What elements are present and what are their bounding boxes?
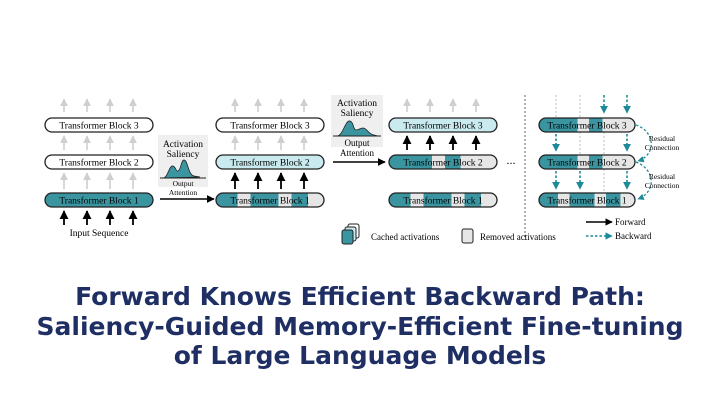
residual-label-2-line2: Connection xyxy=(645,181,680,190)
paper-title: Forward Knows Efficient Backward Path: S… xyxy=(0,282,720,371)
svg-text:Output: Output xyxy=(173,179,195,188)
svg-text:Saliency: Saliency xyxy=(341,109,374,119)
saliency-box-1: Activation Saliency Output Attention xyxy=(158,135,215,203)
svg-text:Saliency: Saliency xyxy=(167,150,200,160)
residual-label-2-line1: Residual xyxy=(649,172,675,181)
residual-connection-arrow xyxy=(635,124,652,163)
saliency-curve-icon xyxy=(162,159,201,179)
column-3: Transformer Block 3 Transformer Block 2 … xyxy=(388,98,516,208)
c3-block-1-label: Transformer Block 1 xyxy=(403,196,483,207)
c4-block-3-label: Transformer Block 3 xyxy=(547,121,627,132)
c1-block-2-label: Transformer Block 2 xyxy=(59,158,139,169)
c4-block-2-label: Transformer Block 2 xyxy=(547,158,627,169)
c4-block-2 xyxy=(538,154,636,170)
c1-block-2 xyxy=(44,154,154,170)
column-2: Transformer Block 3 Transformer Block 2 … xyxy=(215,98,325,208)
legend-backward-label: Backward xyxy=(615,231,652,241)
residual-connection-arrow xyxy=(635,161,652,200)
residual-label-1-line1: Residual xyxy=(649,134,675,143)
svg-text:Attention: Attention xyxy=(340,148,374,158)
column-4: Transformer Block 3 Transformer Block 2 … xyxy=(538,95,680,208)
title-line-3: of Large Language Models xyxy=(173,341,547,370)
c1-block-1 xyxy=(44,192,154,208)
c2-block-1-label: Transformer Block 1 xyxy=(230,196,310,207)
saliency-curve-icon xyxy=(336,120,379,137)
c3-block-1 xyxy=(388,192,498,208)
residual-label-1-line2: Connection xyxy=(645,143,680,152)
c4-block-1 xyxy=(538,192,636,208)
ellipsis: ... xyxy=(507,153,516,167)
svg-text:Activation: Activation xyxy=(163,140,203,150)
legend-removed-label: Removed activations xyxy=(480,232,556,242)
svg-text:Activation: Activation xyxy=(337,99,377,109)
legend-cached-label: Cached activations xyxy=(371,232,440,242)
column-1: Transformer Block 3 Transformer Block 2 … xyxy=(44,98,154,239)
c2-block-2 xyxy=(215,154,325,170)
title-line-1: Forward Knows Efficient Backward Path: xyxy=(75,282,645,311)
c3-block-2 xyxy=(388,154,498,170)
c3-block-2-label: Transformer Block 2 xyxy=(403,158,483,169)
cached-activations-icon xyxy=(341,223,360,245)
c2-block-3 xyxy=(215,117,325,133)
c3-block-3 xyxy=(388,117,498,133)
c4-block-1-label: Transformer Block 1 xyxy=(547,196,627,207)
c1-block-3 xyxy=(44,117,154,133)
title-line-2: Saliency-Guided Memory-Efficient Fine-tu… xyxy=(36,311,684,341)
svg-text:Output: Output xyxy=(344,138,370,148)
removed-activations-icon xyxy=(461,228,474,244)
saliency-box-2: Activation Saliency Output Attention xyxy=(331,95,386,166)
c1-block-3-label: Transformer Block 3 xyxy=(59,121,139,132)
c2-block-3-label: Transformer Block 3 xyxy=(230,121,310,132)
legend-forward-label: Forward xyxy=(615,217,646,227)
c1-block-1-label: Transformer Block 1 xyxy=(59,196,139,207)
c4-block-3 xyxy=(538,117,636,133)
c2-block-1 xyxy=(215,192,325,208)
svg-text:Attention: Attention xyxy=(169,188,198,197)
c2-block-2-label: Transformer Block 2 xyxy=(230,158,310,169)
legend: Cached activations Removed activations F… xyxy=(341,217,652,245)
c3-block-3-label: Transformer Block 3 xyxy=(403,121,483,132)
input-sequence-label: Input Sequence xyxy=(70,229,129,239)
